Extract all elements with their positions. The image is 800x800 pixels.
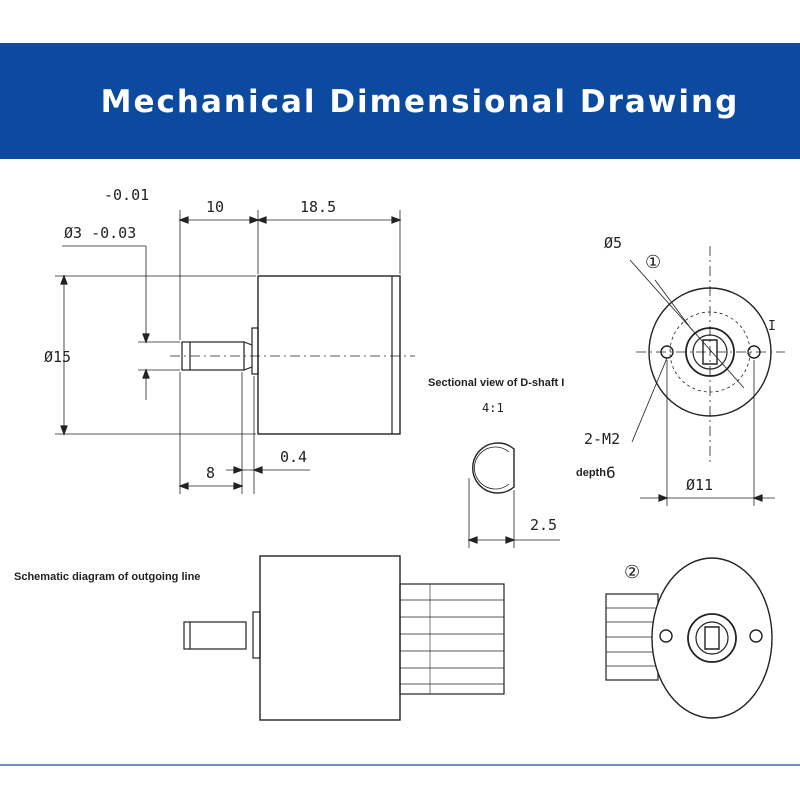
arrows-0-4 xyxy=(233,466,263,474)
arrows-11 xyxy=(658,494,763,502)
outgoing-motor-body xyxy=(259,555,401,721)
flange-label: 0.4 xyxy=(280,448,307,466)
title-banner xyxy=(0,43,800,159)
outgoing-d-shaft xyxy=(704,626,720,650)
callout-1: ① xyxy=(645,252,661,273)
shaft-len-label: 8 xyxy=(206,464,215,482)
leader-callout-1 xyxy=(654,279,693,331)
section-flat-label: 2.5 xyxy=(530,516,557,534)
body-len-long-label: 18.5 xyxy=(300,198,336,216)
depth-label: depth xyxy=(576,467,606,479)
page-title: Mechanical Dimensional Drawing xyxy=(100,84,740,120)
section-scale: 4:1 xyxy=(482,401,504,415)
end-view xyxy=(629,246,785,506)
outgoing-hole-left xyxy=(659,629,673,643)
outgoing-cable xyxy=(399,583,505,695)
arrows-top xyxy=(178,216,402,224)
d-shaft-inner xyxy=(474,446,510,490)
outgoing-side-view xyxy=(183,555,505,721)
shaft-tol-upper: -0.01 xyxy=(104,186,149,204)
shaft-neck-top xyxy=(243,341,253,346)
outgoing-bearing-inner xyxy=(695,621,729,655)
body-len-short-label: 10 xyxy=(206,198,224,216)
arrows-8 xyxy=(178,482,244,490)
front-view xyxy=(55,210,415,494)
hole-circle-dia-label: Ø11 xyxy=(686,476,713,494)
section-view xyxy=(467,442,560,548)
depth-value: 6 xyxy=(606,463,616,482)
arrows-3 xyxy=(142,333,150,379)
flange xyxy=(251,327,259,375)
d-shaft-end xyxy=(702,339,718,365)
shaft-dia-label: Ø3 -0.03 xyxy=(64,224,136,242)
end-view-mark: I xyxy=(768,319,776,334)
leader-center-dia xyxy=(629,259,745,389)
outgoing-end-face xyxy=(651,557,773,719)
body-dia-label: Ø15 xyxy=(44,348,71,366)
holes-label: 2-M2 xyxy=(584,430,620,448)
outgoing-title: Schematic diagram of outgoing line xyxy=(14,571,200,583)
outgoing-end-view xyxy=(605,557,773,719)
arrows-15 xyxy=(60,274,68,436)
motor-body xyxy=(257,275,401,435)
section-title: Sectional view of D-shaft I xyxy=(428,377,564,389)
bottom-rule xyxy=(0,764,800,766)
leader-holes xyxy=(631,357,668,443)
outgoing-hole-right xyxy=(749,629,763,643)
outgoing-flange xyxy=(252,611,261,659)
outgoing-bearing xyxy=(687,613,737,663)
center-dia-label: Ø5 xyxy=(604,234,622,252)
outgoing-shaft xyxy=(183,621,247,650)
arrows-2-5 xyxy=(467,536,516,544)
shaft-neck-bottom xyxy=(243,366,253,371)
callout-2: ② xyxy=(624,562,640,583)
d-shaft-section xyxy=(472,442,515,494)
